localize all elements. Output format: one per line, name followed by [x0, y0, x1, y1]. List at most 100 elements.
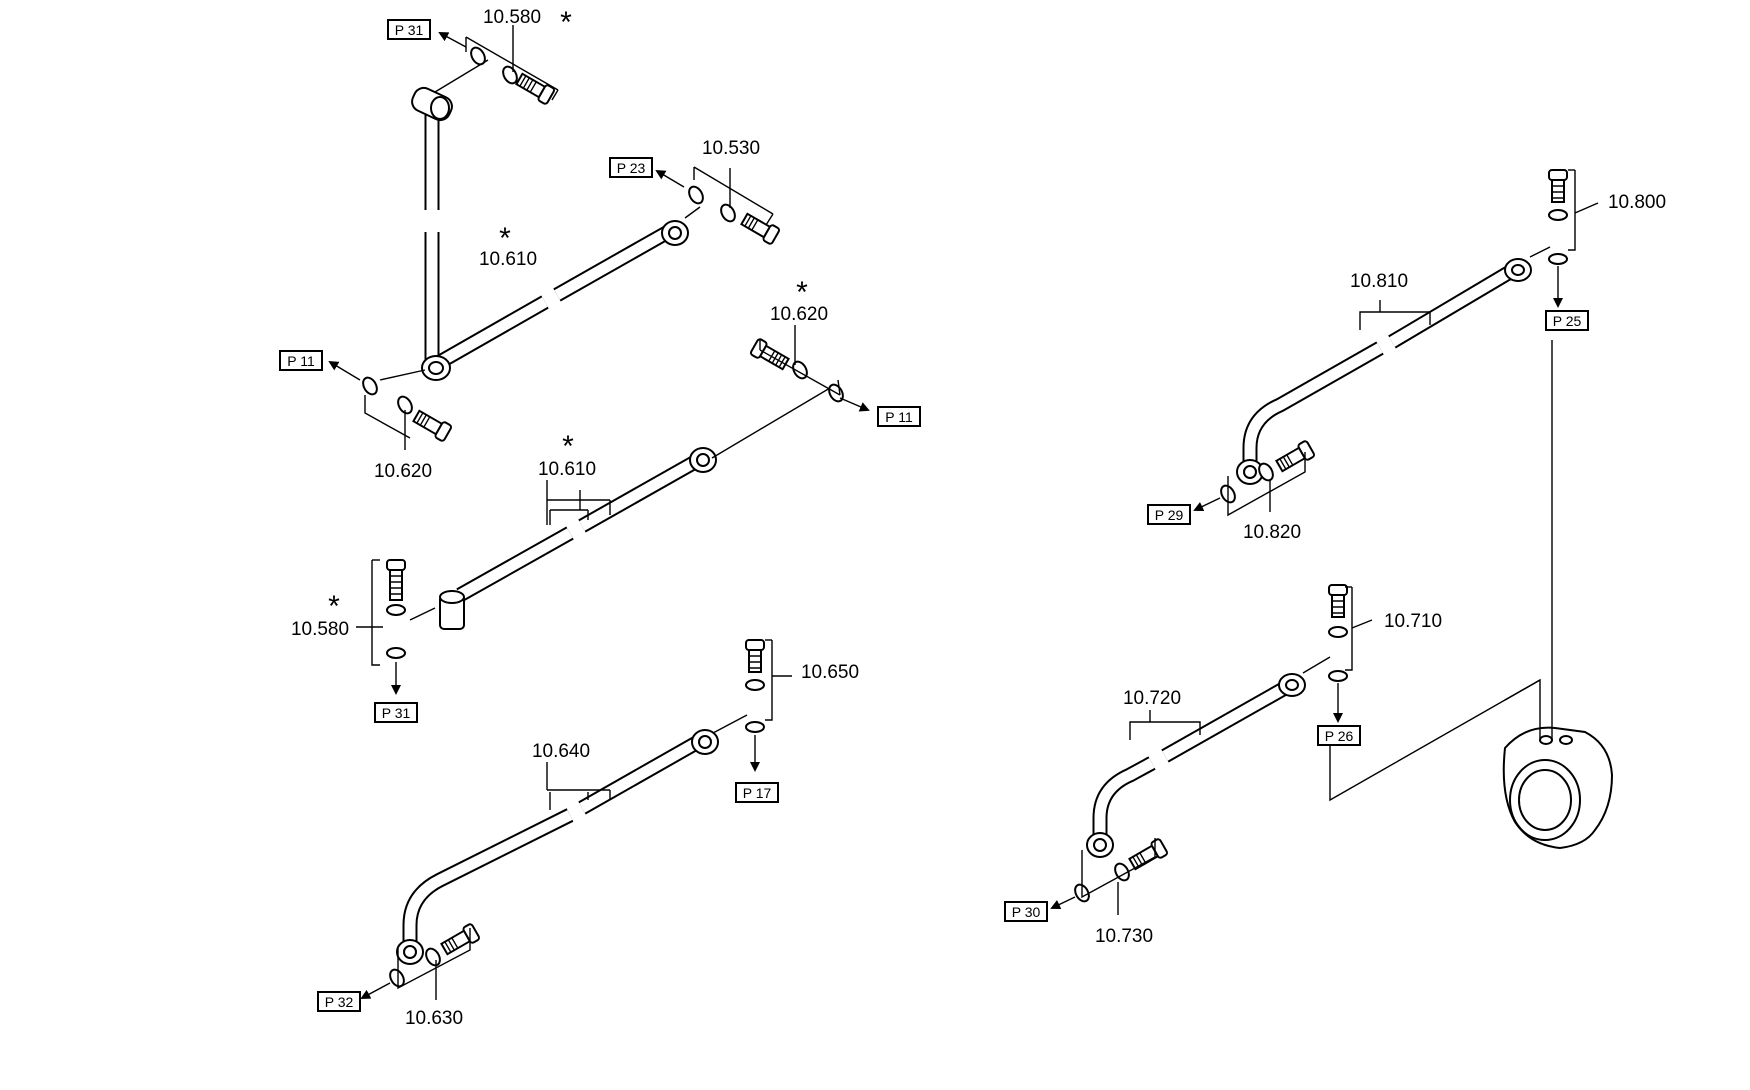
callout-label: 10.640	[532, 741, 590, 762]
pipe-right-lower	[1092, 681, 1289, 840]
callout-label: 10.620	[374, 461, 432, 482]
banjo-eye-right-upper-end	[1504, 258, 1532, 282]
washer	[1328, 626, 1348, 638]
washer	[386, 604, 406, 616]
bolts	[386, 72, 1568, 956]
asterisk-marker: *	[328, 590, 340, 623]
callout-label: 10.810	[1350, 271, 1408, 292]
banjo-eye-upper-junction	[421, 355, 451, 381]
banjo-bolt-vertical	[1328, 584, 1348, 618]
page-ref-box[interactable]: P 17	[735, 782, 779, 803]
arrow	[360, 982, 391, 999]
washer	[386, 647, 406, 659]
washer	[362, 376, 378, 396]
pipe-middle-diagonal	[456, 455, 699, 602]
page-ref-box[interactable]: P 29	[1147, 504, 1191, 525]
banjo-eye-lower-end	[691, 729, 719, 755]
banjo-eye-right-lower-end	[1278, 673, 1306, 697]
washer	[1548, 209, 1568, 221]
washer	[425, 947, 441, 967]
arrow	[328, 360, 361, 381]
arrow	[839, 397, 870, 412]
callout-label: 10.620	[770, 304, 828, 325]
banjo-bolt	[1128, 838, 1168, 871]
asterisk-marker: *	[562, 430, 574, 463]
banjo-bolt-vertical	[386, 559, 406, 601]
callout-label: 10.580	[483, 7, 541, 28]
page-ref-box[interactable]: P 30	[1004, 901, 1048, 922]
page-ref-box[interactable]: P 31	[374, 702, 418, 723]
banjo-eyes	[396, 86, 1532, 965]
banjo-eye-top	[411, 86, 453, 122]
callout-label: 10.800	[1608, 192, 1666, 213]
banjo-eye-upper-end	[661, 220, 689, 246]
washer	[745, 679, 765, 691]
page-ref-box[interactable]: P 11	[877, 406, 921, 427]
banjo-bolt	[1275, 440, 1315, 473]
callout-label: 10.650	[801, 662, 859, 683]
callout-labels: 10.580 10.530 10.610 10.620 10.620 10.61…	[291, 7, 1666, 1029]
page-ref-box[interactable]: P 23	[609, 157, 653, 178]
banjo-bolt	[740, 212, 780, 245]
washer	[792, 360, 808, 380]
callout-label: 10.580	[291, 619, 349, 640]
page-ref-label: P 29	[1155, 507, 1184, 523]
banjo-bolt	[440, 923, 480, 956]
washer	[397, 395, 413, 415]
arrow	[438, 32, 467, 48]
banjo-bolt	[412, 409, 452, 442]
callout-label: 10.820	[1243, 522, 1301, 543]
arrow	[1050, 896, 1076, 910]
callout-label: 10.710	[1384, 611, 1442, 632]
leader-lines	[356, 25, 1599, 1000]
asterisk-marker: *	[499, 222, 511, 255]
page-ref-box[interactable]: P 25	[1545, 310, 1589, 331]
arrows	[328, 32, 1563, 999]
page-reference-boxes: P 31 P 23 P 11 P 11 P 31 P 17 P 32 P 25	[279, 19, 1589, 1012]
page-ref-label: P 31	[382, 705, 411, 721]
banjo-eye-right-upper-start	[1236, 459, 1264, 485]
washer	[1258, 462, 1274, 482]
washer	[1328, 670, 1348, 682]
callout-label: 10.630	[405, 1008, 463, 1029]
page-ref-box[interactable]: P 31	[387, 19, 431, 40]
page-ref-label: P 31	[395, 22, 424, 38]
page-ref-label: P 11	[287, 353, 315, 369]
arrow	[655, 169, 685, 188]
washer	[720, 203, 736, 223]
page-ref-label: P 32	[325, 994, 354, 1010]
callout-label: 10.610	[479, 249, 537, 270]
pipe-upper-diagonal	[436, 225, 672, 369]
banjo-eye-right-lower-start	[1086, 832, 1114, 858]
banjo-bolt-vertical	[745, 639, 765, 673]
page-ref-box[interactable]: P 26	[1317, 725, 1361, 746]
page-ref-label: P 25	[1553, 313, 1582, 329]
page-ref-label: P 17	[743, 785, 772, 801]
washer	[745, 721, 765, 733]
washer	[1548, 253, 1568, 265]
page-ref-label: P 11	[885, 409, 913, 425]
banjo-cylinder-middle	[439, 590, 465, 630]
page-ref-label: P 23	[617, 160, 646, 176]
arrow	[1193, 497, 1221, 512]
pipe-lower-diagonal	[402, 735, 702, 945]
banjo-bolt-vertical	[1548, 169, 1568, 203]
callout-label: 10.610	[538, 459, 596, 480]
banjo-eye-lower-start	[396, 939, 424, 965]
asterisk-marker: *	[560, 6, 572, 39]
pipe-right-upper	[1242, 265, 1514, 468]
callout-label: 10.720	[1123, 688, 1181, 709]
callout-label: 10.730	[1095, 926, 1153, 947]
pipe-group	[402, 115, 1514, 945]
page-ref-label: P 30	[1012, 904, 1041, 920]
asterisk-marker: *	[796, 276, 808, 309]
page-ref-box[interactable]: P 32	[317, 991, 361, 1012]
callout-label: 10.530	[702, 138, 760, 159]
banjo-bolt	[515, 72, 555, 105]
page-ref-label: P 26	[1325, 728, 1354, 744]
asterisk-markers: * * * * *	[328, 6, 808, 623]
page-ref-box[interactable]: P 11	[279, 350, 323, 371]
washers	[362, 46, 1568, 988]
pump-component	[1502, 726, 1614, 850]
